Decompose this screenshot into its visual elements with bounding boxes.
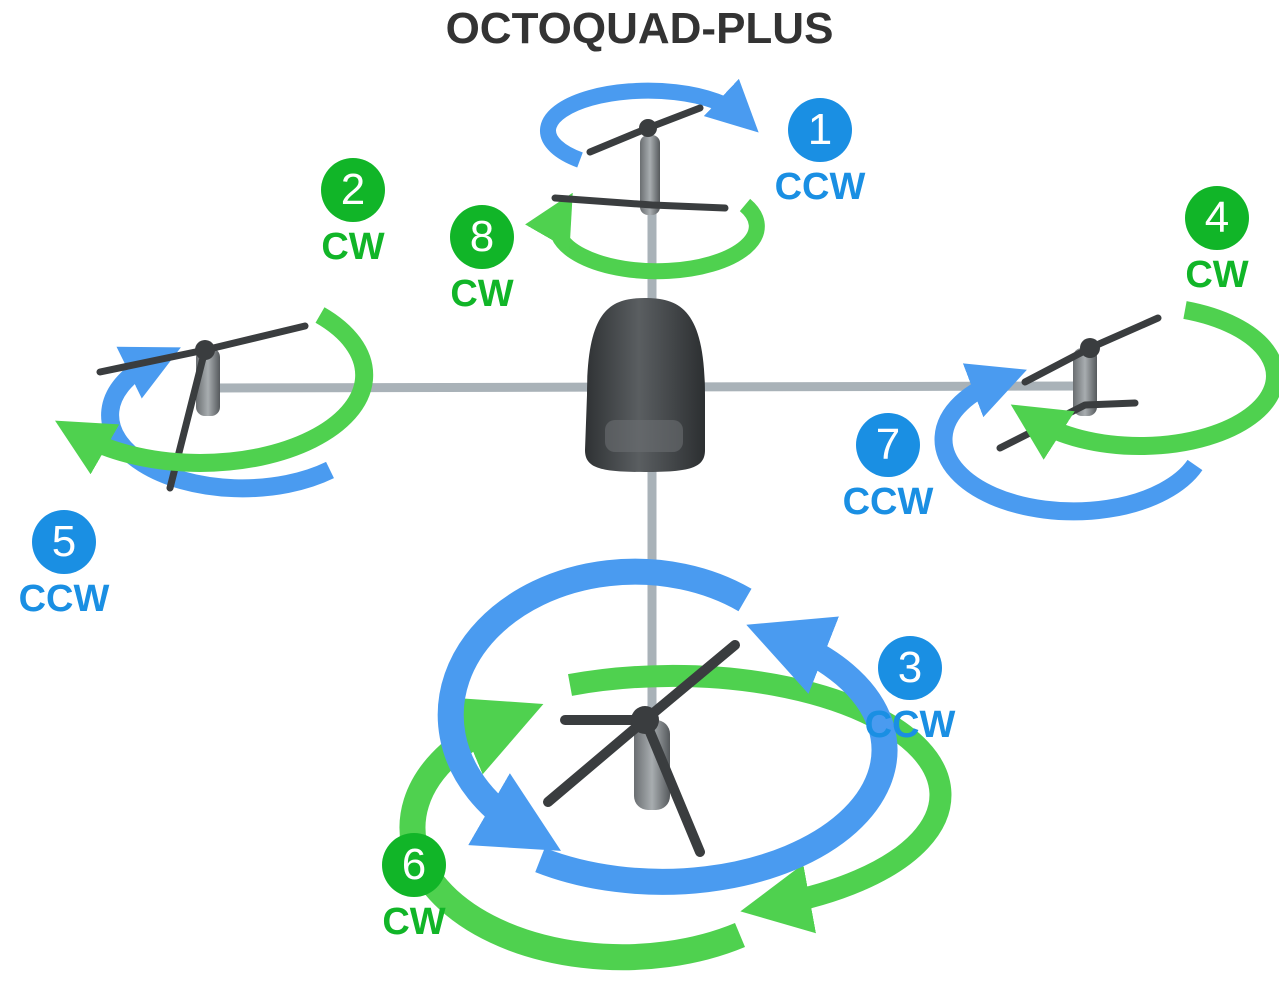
motor-label-6: 6 CW: [354, 833, 474, 943]
motor-number-badge: 4: [1185, 186, 1249, 250]
rotation-direction: CW: [1185, 254, 1249, 296]
rotation-direction: CW: [382, 901, 446, 943]
motor-label-2: 2 CW: [293, 158, 413, 268]
motor-number-badge: 6: [382, 833, 446, 897]
central-body: [585, 298, 705, 472]
motor-number-badge: 7: [856, 413, 920, 477]
motor-number-badge: 8: [450, 205, 514, 269]
motor-group-top: [525, 78, 765, 280]
motor-label-1: 1 CCW: [760, 98, 880, 208]
motor-group-bottom: [399, 558, 952, 971]
rotation-direction: CCW: [842, 481, 934, 523]
motor-label-8: 8 CW: [422, 205, 542, 315]
rotation-direction: CCW: [774, 166, 866, 208]
motor-label-4: 4 CW: [1157, 186, 1277, 296]
rotation-direction: CW: [321, 226, 385, 268]
motor-label-5: 5 CCW: [4, 510, 124, 620]
rotation-direction: CW: [450, 273, 514, 315]
motor-label-7: 7 CCW: [828, 413, 948, 523]
diagram-title: OCTOQUAD-PLUS: [445, 4, 834, 53]
motor-number-badge: 1: [788, 98, 852, 162]
motor-label-3: 3 CCW: [850, 636, 970, 746]
motor-number-badge: 3: [878, 636, 942, 700]
rotation-direction: CCW: [18, 578, 110, 620]
motor-number-badge: 2: [321, 158, 385, 222]
rotation-direction: CCW: [864, 704, 956, 746]
motor-number-badge: 5: [32, 510, 96, 574]
motor-group-right: [934, 301, 1279, 521]
motor-group-left: [55, 307, 374, 498]
